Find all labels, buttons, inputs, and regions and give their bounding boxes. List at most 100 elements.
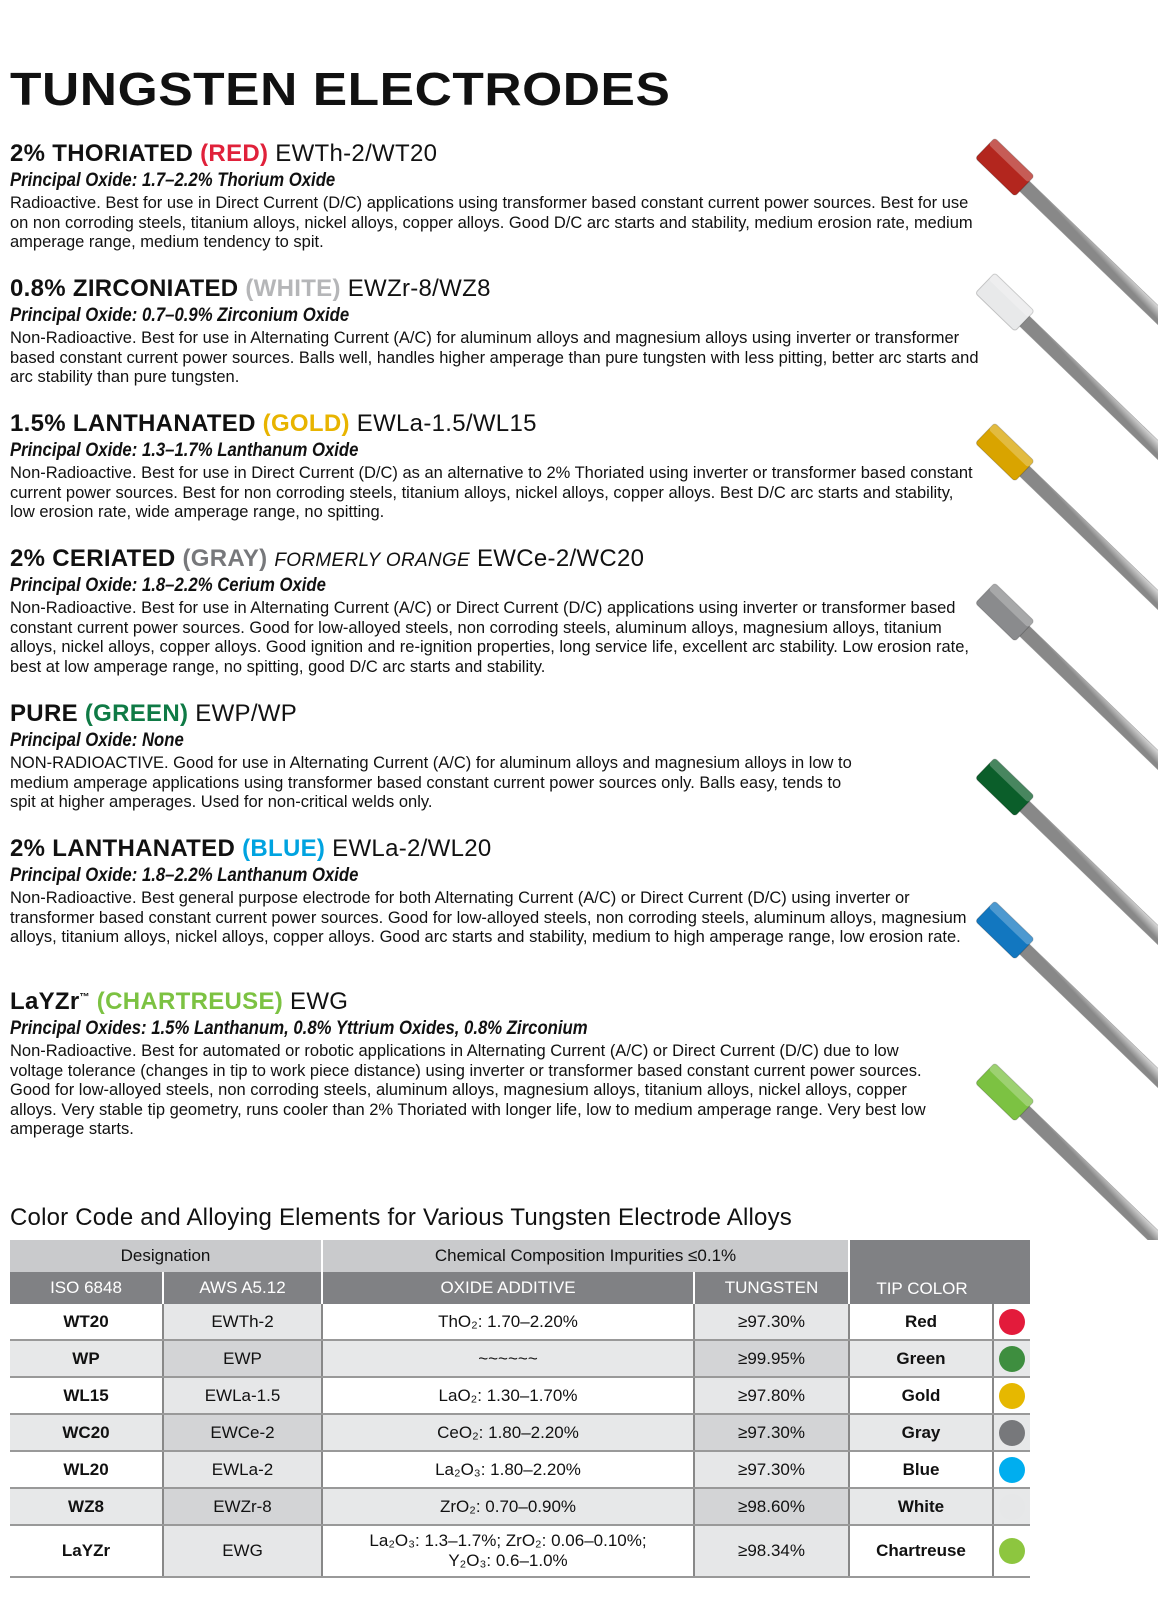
tip-swatch-cell [993, 1377, 1030, 1415]
aws-cell: EWP [163, 1340, 323, 1378]
electrode-code: EWLa-2/WL20 [332, 835, 492, 862]
tip-swatch-cell [993, 1488, 1030, 1526]
tungsten-cell: ≥97.80% [694, 1377, 850, 1415]
trademark: ™ [79, 992, 90, 1003]
electrode-rod [976, 901, 1158, 1132]
electrode-rod [976, 583, 1158, 814]
electrode-rods-illustration [976, 138, 1158, 1240]
oxide-cell: La₂O₃: 1.80–2.20% [322, 1451, 695, 1489]
electrode-section: 2% CERIATED (GRAY) FORMERLY ORANGE EWCe-… [10, 545, 980, 677]
electrode-name: 1.5% LANTHANATED [10, 410, 256, 437]
description: Non-Radioactive. Best for automated or r… [10, 1042, 926, 1138]
electrode-code: EWLa-1.5/WL15 [356, 410, 537, 437]
electrode-code: EWG [290, 988, 349, 1015]
page-title: TUNGSTEN ELECTRODES [10, 63, 671, 115]
tungsten-cell: ≥98.60% [694, 1488, 850, 1526]
oxide-text: La₂O₃: 1.80–2.20% [435, 1459, 581, 1479]
table-row: WT20 EWTh-2 ThO₂: 1.70–2.20% ≥97.30% Red [10, 1304, 1030, 1341]
aws-cell: EWG [163, 1525, 323, 1578]
description: NON-RADIOACTIVE. Good for use in Alterna… [10, 754, 852, 811]
header-iso: ISO 6848 [10, 1272, 164, 1304]
electrode-rod [976, 423, 1158, 654]
section-heading: LaYZr™ (CHARTREUSE) EWG [10, 988, 930, 1016]
electrode-code: EWZr-8/WZ8 [347, 275, 491, 302]
iso-cell: WP [10, 1340, 164, 1378]
section-heading: 2% LANTHANATED (BLUE) EWLa-2/WL20 [10, 835, 980, 863]
aws-cell: EWLa-1.5 [163, 1377, 323, 1415]
electrode-section: 2% THORIATED (RED) EWTh-2/WT20 Principal… [10, 140, 980, 253]
description: Radioactive. Best for use in Direct Curr… [10, 194, 973, 251]
iso-cell: WZ8 [10, 1488, 164, 1526]
tip-color-cell: Green [849, 1340, 994, 1378]
description: Non-Radioactive. Best for use in Alterna… [10, 329, 979, 386]
electrode-section: 2% LANTHANATED (BLUE) EWLa-2/WL20 Princi… [10, 835, 980, 948]
header-tungsten: TUNGSTEN [694, 1272, 850, 1304]
oxide-text: ZrO₂: 0.70–0.90% [439, 1496, 577, 1516]
electrode-section: 0.8% ZIRCONIATED (WHITE) EWZr-8/WZ8 Prin… [10, 275, 980, 388]
electrode-section: 1.5% LANTHANATED (GOLD) EWLa-1.5/WL15 Pr… [10, 410, 980, 523]
section-heading: 2% CERIATED (GRAY) FORMERLY ORANGE EWCe-… [10, 545, 980, 573]
section-heading: 1.5% LANTHANATED (GOLD) EWLa-1.5/WL15 [10, 410, 980, 438]
oxide-cell: ~~~~~~ [322, 1340, 695, 1378]
color-swatch [999, 1308, 1025, 1335]
principal-oxide: Principal Oxide: None [10, 730, 184, 751]
iso-cell: WT20 [10, 1304, 164, 1341]
tip-color-cell: White [849, 1488, 994, 1526]
color-label: (CHARTREUSE) [96, 988, 284, 1015]
color-swatch [999, 1456, 1025, 1483]
electrode-name: 2% LANTHANATED [10, 835, 236, 862]
section-heading: PURE (GREEN) EWP/WP [10, 700, 870, 728]
principal-oxide: Principal Oxide: 1.8–2.2% Lanthanum Oxid… [10, 865, 359, 886]
former-color-note: FORMERLY ORANGE [274, 550, 471, 571]
header-aws: AWS A5.12 [163, 1272, 323, 1304]
color-swatch [999, 1419, 1025, 1446]
oxide-text: La₂O₃: 1.3–1.7%; ZrO₂: 0.06–0.10%; [369, 1531, 647, 1550]
oxide-text: ~~~~~~ [478, 1348, 538, 1368]
iso-cell: WL20 [10, 1451, 164, 1489]
oxide-text-2: Y₂O₃: 0.6–1.0% [448, 1551, 568, 1570]
oxide-cell: La₂O₃: 1.3–1.7%; ZrO₂: 0.06–0.10%;Y₂O₃: … [322, 1525, 695, 1578]
oxide-cell: CeO₂: 1.80–2.20% [322, 1414, 695, 1452]
tip-color-cell: Blue [849, 1451, 994, 1489]
electrode-rod [976, 138, 1158, 369]
oxide-cell: ThO₂: 1.70–2.20% [322, 1304, 695, 1341]
tip-color-cell: Gray [849, 1414, 994, 1452]
oxide-text: CeO₂: 1.80–2.20% [437, 1422, 579, 1442]
description: Non-Radioactive. Best general purpose el… [10, 889, 967, 946]
color-swatch [999, 1345, 1025, 1372]
oxide-cell: ZrO₂: 0.70–0.90% [322, 1488, 695, 1526]
table-row: WL15 EWLa-1.5 LaO₂: 1.30–1.70% ≥97.80% G… [10, 1377, 1030, 1415]
color-code-table: Designation Chemical Composition Impurit… [10, 1240, 1030, 1578]
electrode-name: 2% THORIATED [10, 140, 194, 167]
electrode-section: PURE (GREEN) EWP/WP Principal Oxide: Non… [10, 700, 870, 813]
tungsten-cell: ≥99.95% [694, 1340, 850, 1378]
table-title: Color Code and Alloying Elements for Var… [10, 1204, 792, 1231]
electrode-code: EWTh-2/WT20 [275, 140, 438, 167]
principal-oxide: Principal Oxide: 1.8–2.2% Cerium Oxide [10, 575, 326, 596]
principal-oxide: Principal Oxide: 1.3–1.7% Lanthanum Oxid… [10, 440, 359, 461]
color-label: (GREEN) [84, 700, 189, 727]
tip-swatch-cell [993, 1451, 1030, 1489]
header-tip-color: TIP COLOR [849, 1240, 1030, 1304]
group-header-composition: Chemical Composition Impurities ≤0.1% [322, 1240, 850, 1272]
electrode-rod [976, 1063, 1158, 1240]
table-row: LaYZr EWG La₂O₃: 1.3–1.7%; ZrO₂: 0.06–0.… [10, 1525, 1030, 1578]
oxide-text: ThO₂: 1.70–2.20% [438, 1311, 578, 1331]
tip-color-cell: Gold [849, 1377, 994, 1415]
header-oxide: OXIDE ADDITIVE [322, 1272, 695, 1304]
aws-cell: EWZr-8 [163, 1488, 323, 1526]
electrode-code: EWP/WP [195, 700, 298, 727]
tip-swatch-cell [993, 1304, 1030, 1341]
oxide-cell: LaO₂: 1.30–1.70% [322, 1377, 695, 1415]
electrode-name: 2% CERIATED [10, 545, 176, 572]
color-label: (BLUE) [242, 835, 326, 862]
header-tip-color-label: TIP COLOR [876, 1279, 968, 1298]
electrode-name: LaYZr [10, 988, 80, 1015]
section-heading: 2% THORIATED (RED) EWTh-2/WT20 [10, 140, 980, 168]
tungsten-cell: ≥97.30% [694, 1414, 850, 1452]
iso-cell: WC20 [10, 1414, 164, 1452]
color-label: (RED) [200, 140, 269, 167]
tip-swatch-cell [993, 1414, 1030, 1452]
color-label: (GOLD) [262, 410, 350, 437]
